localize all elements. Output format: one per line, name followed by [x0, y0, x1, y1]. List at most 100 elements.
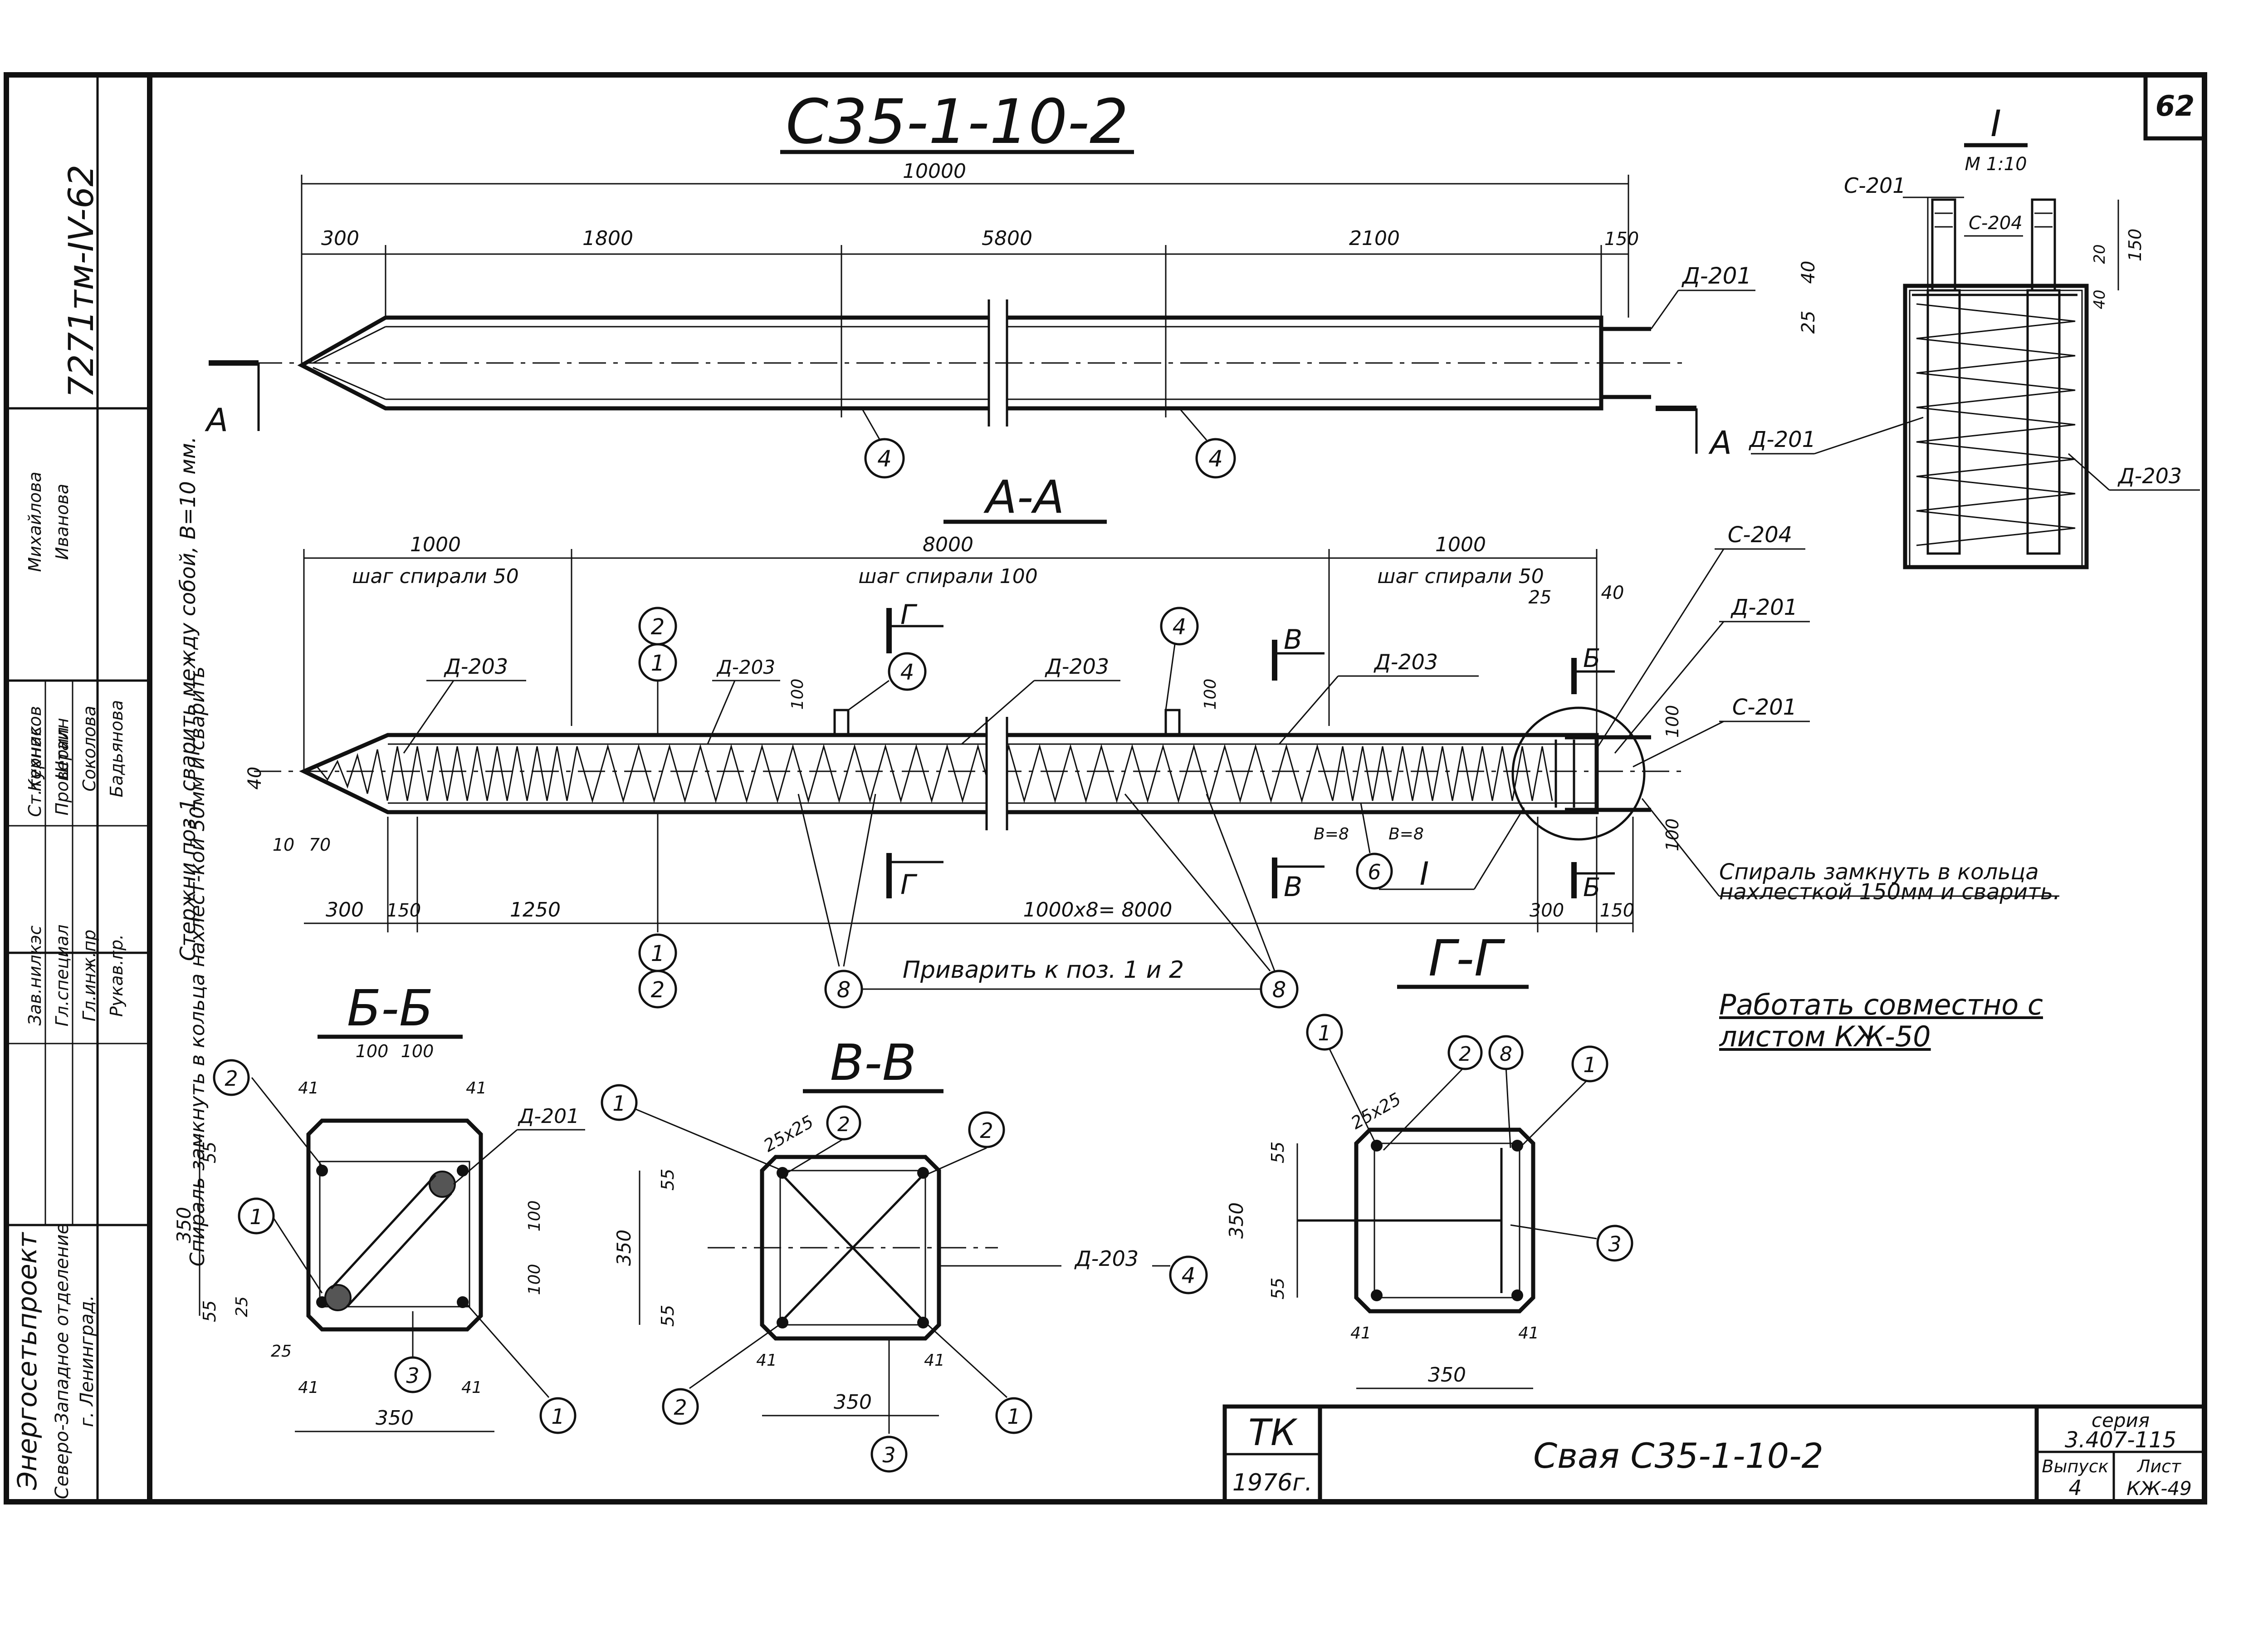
- aa-note-spiral-left: Спираль замкнуть в кольца нахлест-кой 50…: [186, 667, 209, 1267]
- gg-dim-350-v: 350: [1225, 1202, 1247, 1239]
- aa-note-spiral-right: Спираль замкнуть в кольца нахлесткой 150…: [1719, 862, 2060, 905]
- aa-dim-bot-3: 1250: [510, 898, 561, 921]
- svg-text:2: 2: [1459, 1043, 1471, 1066]
- gg-pos-1-left: 1: [1306, 1014, 1343, 1051]
- gg-pos-3: 3: [1596, 1225, 1633, 1262]
- vv-pos-2-top: 2: [826, 1105, 861, 1141]
- node-dim-3: 20: [2091, 244, 2109, 264]
- svg-text:2: 2: [674, 1395, 687, 1420]
- role-6: Рукав.гр.: [107, 934, 127, 1017]
- aa-pos-4-a: 4: [888, 652, 927, 691]
- svg-text:1: 1: [1583, 1053, 1596, 1077]
- title-block: ТК 1976г. Свая С35-1-10-2 серия 3.407-11…: [1222, 1404, 2207, 1504]
- bb-pos-1-right: 1: [539, 1397, 577, 1434]
- aa-pitch-1: шаг спирали 50: [352, 565, 518, 588]
- svg-text:2: 2: [651, 977, 665, 1003]
- person-6: Бадьянова: [107, 700, 127, 798]
- section-bb-title: Б-Б: [347, 979, 434, 1037]
- gg-pos-1-right: 1: [1571, 1045, 1608, 1083]
- vv-dim-350-h: 350: [834, 1391, 872, 1414]
- node-scale: М 1:10: [1965, 154, 2027, 175]
- aa-note-weld: Приварить к поз. 1 и 2: [903, 956, 1184, 984]
- aa-label-5: С-204: [1728, 522, 1792, 548]
- gg-pos-2: 2: [1447, 1035, 1483, 1070]
- bb-dim-55-top: 55: [200, 1142, 220, 1163]
- stamp-series-label: серия: [2092, 1409, 2150, 1431]
- bb-dim-41-c: 41: [298, 1378, 319, 1397]
- seg-dim-2: 1800: [582, 227, 633, 250]
- node-dim-4: 40: [2091, 289, 2109, 309]
- aa-pos-2-top: 2: [638, 607, 677, 646]
- svg-text:1: 1: [1318, 1021, 1331, 1045]
- aa-dim-bot-1: 300: [326, 898, 364, 921]
- stamp-name: Свая С35-1-10-2: [1533, 1436, 1823, 1476]
- svg-text:3: 3: [1608, 1232, 1621, 1256]
- aa-dim-small-5: 40: [1601, 583, 1624, 603]
- svg-text:3: 3: [406, 1363, 419, 1388]
- aa-label-6: Д-201: [1730, 595, 1798, 620]
- stamp-issue-label: Выпуск: [2042, 1456, 2108, 1476]
- node-dim-5: 25: [1798, 311, 1819, 334]
- bb-pos-1-left: 1: [238, 1197, 275, 1235]
- aa-node-label: I: [1420, 855, 1429, 892]
- section-marker-a-left: А: [205, 402, 228, 439]
- svg-text:1: 1: [612, 1091, 626, 1116]
- gg-pos-8: 8: [1488, 1035, 1524, 1070]
- svg-text:1: 1: [551, 1404, 564, 1429]
- seg-dim-1: 300: [321, 227, 359, 250]
- aa-dim-small-3: 40: [244, 767, 265, 790]
- vv-pos-3: 3: [870, 1436, 908, 1473]
- role-4: Гл.специал: [52, 925, 72, 1027]
- aa-dim-top-1: 1000: [410, 533, 461, 556]
- aa-dim-small-9: 100: [1201, 679, 1220, 710]
- seg-dim-3: 5800: [982, 227, 1032, 250]
- note-together: Работать совместно с листом КЖ-50: [1719, 989, 2043, 1053]
- vv-dim-41-b: 41: [924, 1351, 945, 1370]
- vv-dim-25x25: 25х25: [760, 1112, 817, 1156]
- aa-pos-1-bot: 1: [638, 933, 677, 972]
- role-5: Гл.инж.пр: [79, 930, 99, 1021]
- section-bb: Б-Б 350 55 55 25 25 100 100 41 41 41 350…: [173, 979, 585, 1434]
- aa-dim-bot-6: 150: [1600, 900, 1634, 921]
- elev-bar-label: Д-201: [1681, 263, 1752, 289]
- org-line-1: Энергосетьпроект: [12, 1231, 43, 1490]
- aa-pos-8-right: 8: [1260, 970, 1299, 1009]
- vv-label: Д-203: [1074, 1246, 1139, 1271]
- project-code: 7271тм-IV-62: [61, 165, 101, 398]
- bb-dim-25-h: 25: [271, 1342, 292, 1361]
- section-marker-a-right: А: [1708, 424, 1732, 461]
- bb-dim-350-h: 350: [376, 1407, 414, 1430]
- node-label-1: С-201: [1844, 173, 1906, 198]
- person-1: Михайлова: [25, 471, 45, 572]
- bb-dim-100-b: 100: [401, 1041, 434, 1061]
- vv-pos-1-tl: 1: [601, 1084, 638, 1121]
- aa-label-7: С-201: [1732, 695, 1797, 720]
- bb-dim-41-b: 41: [466, 1079, 487, 1098]
- role-2: Проверил: [52, 727, 72, 816]
- svg-text:4: 4: [1182, 1263, 1196, 1289]
- bb-pos-2: 2: [213, 1059, 250, 1096]
- bb-dim-41-a: 41: [298, 1079, 319, 1098]
- svg-text:8: 8: [837, 977, 851, 1003]
- vv-pos-2-bot: 2: [662, 1388, 699, 1425]
- node-title: I: [1990, 103, 2001, 145]
- role-3: Зав.нилкэс: [25, 926, 45, 1026]
- aa-label-3: Д-203: [1045, 654, 1109, 679]
- aa-pos-8-left: 8: [824, 970, 863, 1009]
- aa-weld-1: В=8: [1314, 825, 1349, 843]
- elev-pos-left: 4: [864, 438, 905, 479]
- stamp-sheet: КЖ-49: [2126, 1477, 2192, 1500]
- sheet-frame: 62: [4, 72, 2207, 1505]
- svg-text:2: 2: [837, 1113, 850, 1136]
- vv-dim-55-top: 55: [658, 1169, 678, 1191]
- vv-dim-350-v: 350: [613, 1230, 635, 1266]
- aa-marker-g-top: Г: [900, 599, 918, 631]
- vv-dim-41-a: 41: [756, 1351, 777, 1370]
- aa-label-2: Д-203: [716, 656, 775, 678]
- node-dim-2: 40: [1798, 261, 1819, 284]
- overall-dim: 10000: [903, 160, 966, 183]
- aa-dim-top-3: 1000: [1435, 533, 1486, 556]
- svg-text:4: 4: [900, 660, 914, 685]
- node-detail: I М 1:10 С-201 С-204 Д-201 Д-203 150 40: [1749, 103, 2200, 569]
- person-2: Иванова: [52, 484, 72, 560]
